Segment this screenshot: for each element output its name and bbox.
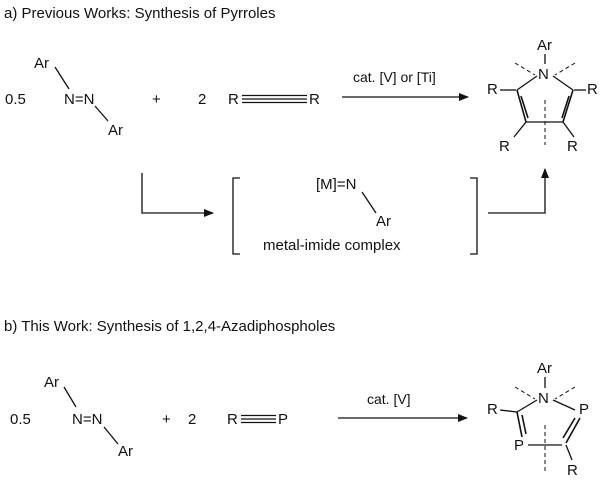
azo-compound-b: 0.5 Ar N=N Ar	[10, 374, 133, 460]
alkyne-coefficient: 2	[198, 91, 206, 108]
azadiphosphole-bond-c-p-double	[521, 414, 527, 435]
section-b-heading: b) This Work: Synthesis of 1,2,4-Azadiph…	[4, 318, 335, 335]
intermediate-n-ar-bond	[361, 191, 377, 214]
phosphaalkyne-coefficient: 2	[188, 411, 196, 428]
phosphaalkyne: 2 R P	[188, 411, 288, 428]
azadiphosphole-product: Ar N R P P R	[487, 360, 589, 479]
reaction-condition-a: cat. [V] or [Ti]	[353, 69, 436, 85]
alkyne: 2 R R	[198, 91, 320, 108]
pyrrole-bond-c2-c3	[516, 89, 527, 123]
pyrrole-bond-c4-c5-double	[561, 95, 570, 119]
pyrrole-bond-n-c5	[552, 75, 574, 91]
alkyne-r-right: R	[309, 91, 320, 108]
azo-compound-a: 0.5 Ar N=N Ar	[5, 55, 123, 139]
pyrrole-r-right: R	[587, 81, 598, 98]
pyrrole-r-left: R	[487, 81, 498, 98]
bracket-right	[470, 177, 478, 255]
azo-b-bond-bottom	[103, 426, 119, 445]
azadiphosphole-bond-n-c	[516, 399, 538, 413]
pyrrole-bond-c3-r	[513, 121, 527, 138]
pyrrole-bond-n-c2	[516, 75, 538, 91]
bracket-left	[232, 177, 240, 255]
mechanism-arrow-out	[488, 168, 549, 214]
azo-a-nn: N=N	[64, 91, 94, 108]
mechanism-arrow-in	[141, 173, 214, 217]
azadiphosphole-bond-r-c	[499, 409, 518, 413]
intermediate-name: metal-imide complex	[263, 237, 401, 254]
azadiphosphole-bond-n-p	[552, 399, 576, 411]
pyrrole-r-bottom-right: R	[567, 138, 578, 155]
pyrrole-cut-left	[514, 62, 536, 76]
azo-a-ar-top: Ar	[34, 55, 49, 72]
pyrrole-ar: Ar	[537, 37, 552, 54]
azadiphosphole-bond-c-p	[516, 411, 523, 438]
pyrrole-n: N	[538, 66, 549, 83]
intermediate-ar: Ar	[376, 213, 391, 230]
section-a: a) Previous Works: Synthesis of Pyrroles…	[4, 5, 598, 255]
azo-a-bond-bottom	[94, 105, 109, 122]
azadiphosphole-bond-c-r	[565, 444, 573, 461]
section-a-heading: a) Previous Works: Synthesis of Pyrroles	[4, 5, 275, 22]
plus-sign-a: +	[152, 91, 161, 108]
azo-b-bond-top	[63, 386, 77, 408]
alkyne-r-left: R	[228, 91, 239, 108]
azadiphosphole-cut-left	[514, 386, 536, 400]
pyrrole-r-bottom-left: R	[499, 138, 510, 155]
azo-a-bond-top	[54, 66, 70, 90]
reaction-condition-b: cat. [V]	[367, 391, 411, 407]
pyrrole-bond-c4-r	[562, 121, 575, 138]
pyrrole-cut-right	[554, 62, 576, 76]
intermediate-formula: [M]=N	[316, 176, 356, 193]
azadiphosphole-p-top: P	[579, 401, 589, 418]
azo-a-coefficient: 0.5	[5, 91, 26, 108]
azadiphosphole-ar: Ar	[537, 360, 552, 377]
azadiphosphole-r-bottom: R	[567, 462, 578, 479]
plus-sign-b: +	[162, 411, 171, 428]
azo-a-ar-bottom: Ar	[108, 122, 123, 139]
azadiphosphole-cut-right	[554, 386, 576, 400]
section-b: b) This Work: Synthesis of 1,2,4-Azadiph…	[4, 318, 589, 479]
azo-b-coefficient: 0.5	[10, 411, 31, 428]
azadiphosphole-r-top: R	[487, 401, 498, 418]
phosphaalkyne-r: R	[227, 411, 238, 428]
azadiphosphole-p-bottom: P	[514, 437, 524, 454]
pyrrole-bond-c4-c5	[562, 89, 574, 123]
azadiphosphole-n: N	[538, 390, 549, 407]
azo-b-ar-bottom: Ar	[118, 443, 133, 460]
azadiphosphole-bond-p-c-top-double	[562, 417, 576, 439]
metal-imide-intermediate: [M]=N Ar metal-imide complex	[263, 176, 401, 254]
pyrrole-bond-c2-c3-double	[520, 95, 529, 119]
azo-b-nn: N=N	[72, 411, 102, 428]
pyrrole-product: Ar N R R R R	[487, 37, 598, 155]
azadiphosphole-bond-p-c-top	[565, 417, 581, 444]
azo-b-ar-top: Ar	[44, 374, 59, 391]
phosphaalkyne-p: P	[278, 411, 288, 428]
